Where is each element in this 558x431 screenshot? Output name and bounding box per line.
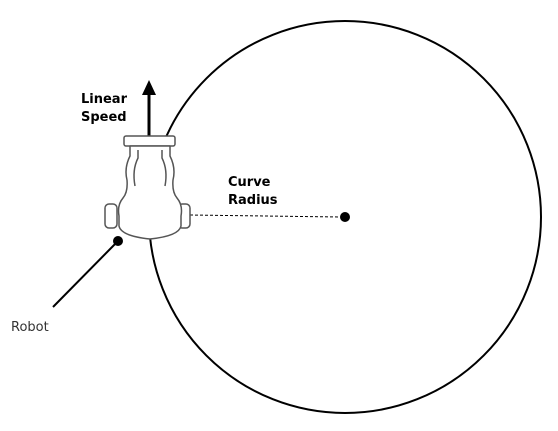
linear-speed-label-line2: Speed (81, 110, 127, 125)
robot-label: Robot (11, 320, 49, 335)
curve-radius-label-line1: Curve (228, 175, 271, 190)
robot-pointer-line (52, 240, 119, 308)
robot-detail-right (161, 150, 167, 187)
robot-front-bumper (123, 135, 176, 147)
robot-chassis (117, 145, 183, 240)
robot-left-wheel (104, 203, 118, 229)
linear-speed-label-line1: Linear (81, 92, 128, 107)
curve-radius-label-line2: Radius (228, 193, 278, 208)
robot-body (104, 135, 191, 240)
curve-center-point (340, 212, 350, 222)
curve-radius-line (189, 214, 341, 218)
robot-detail-left (133, 150, 139, 187)
linear-speed-arrow (142, 80, 156, 136)
